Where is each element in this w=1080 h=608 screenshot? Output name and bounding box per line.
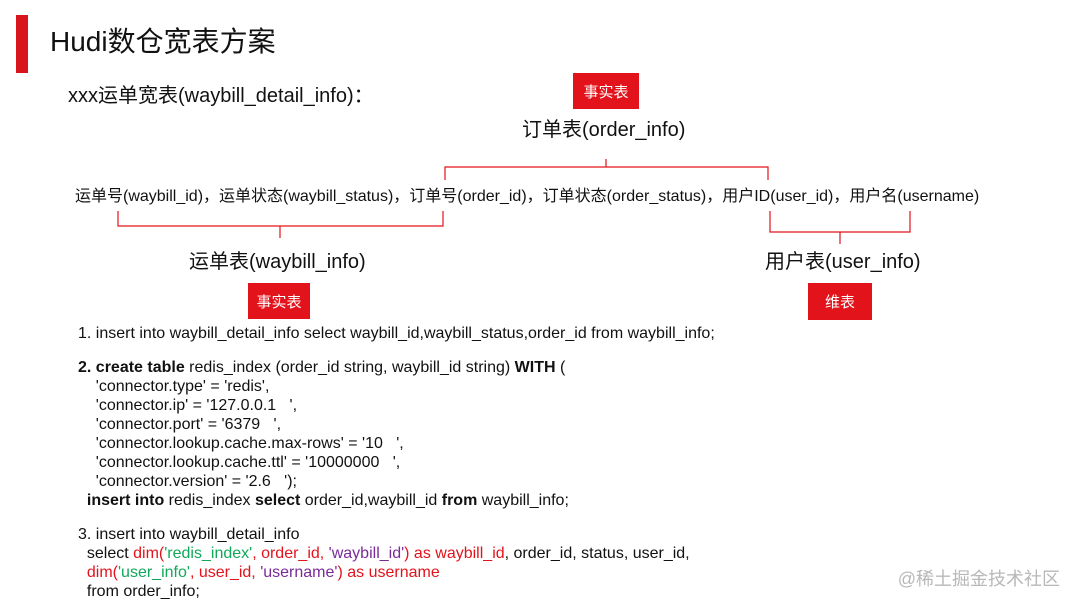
sql-step-1: 1. insert into waybill_detail_info selec… bbox=[78, 325, 715, 342]
user-fields-bracket bbox=[769, 211, 911, 244]
sql-step-3-select: select dim('redis_index', order_id, 'way… bbox=[78, 545, 690, 562]
sql-step-3-dim: dim('user_info', user_id, 'username') as… bbox=[86, 564, 440, 581]
sql-prop-line: 'connector.type' = 'redis', bbox=[78, 378, 270, 395]
order-fields-bracket bbox=[444, 159, 769, 180]
slide-title: Hudi数仓宽表方案 bbox=[50, 26, 276, 57]
sql-step-2-create: 2. create table redis_index (order_id st… bbox=[78, 359, 566, 376]
fact-table-tag-waybill: 事实表 bbox=[248, 283, 310, 319]
sql-prop-line: 'connector.ip' = '127.0.0.1 ', bbox=[78, 397, 298, 414]
title-accent-bar bbox=[16, 15, 28, 73]
watermark: @稀土掘金技术社区 bbox=[897, 569, 1060, 589]
waybill-table-label: 运单表(waybill_info) bbox=[189, 251, 366, 273]
sql-prop-line: 'connector.port' = '6379 ', bbox=[78, 416, 282, 433]
dim-table-tag-user: 维表 bbox=[808, 283, 872, 320]
sql-step-3-insert: 3. insert into waybill_detail_info bbox=[78, 526, 300, 543]
waybill-fields-bracket bbox=[117, 211, 444, 238]
sql-prop-line: 'connector.lookup.cache.max-rows' = '10 … bbox=[78, 435, 404, 452]
sql-step-3-from: from order_info; bbox=[78, 583, 200, 600]
sql-step-2-insert: insert into redis_index select order_id,… bbox=[86, 492, 569, 509]
user-table-label: 用户表(user_info) bbox=[765, 251, 921, 273]
fact-table-tag-order: 事实表 bbox=[573, 73, 639, 109]
sql-prop-line: 'connector.version' = '2.6 '); bbox=[78, 473, 297, 490]
sql-prop-line: 'connector.lookup.cache.ttl' = '10000000… bbox=[78, 454, 401, 471]
order-table-label: 订单表(order_info) bbox=[522, 119, 686, 141]
sql-code-block: 1. insert into waybill_detail_info selec… bbox=[78, 324, 978, 601]
wide-table-fields: 运单号(waybill_id)，运单状态(waybill_status)，订单号… bbox=[75, 188, 980, 205]
wide-table-subtitle: xxx运单宽表(waybill_detail_info)： bbox=[68, 85, 374, 107]
